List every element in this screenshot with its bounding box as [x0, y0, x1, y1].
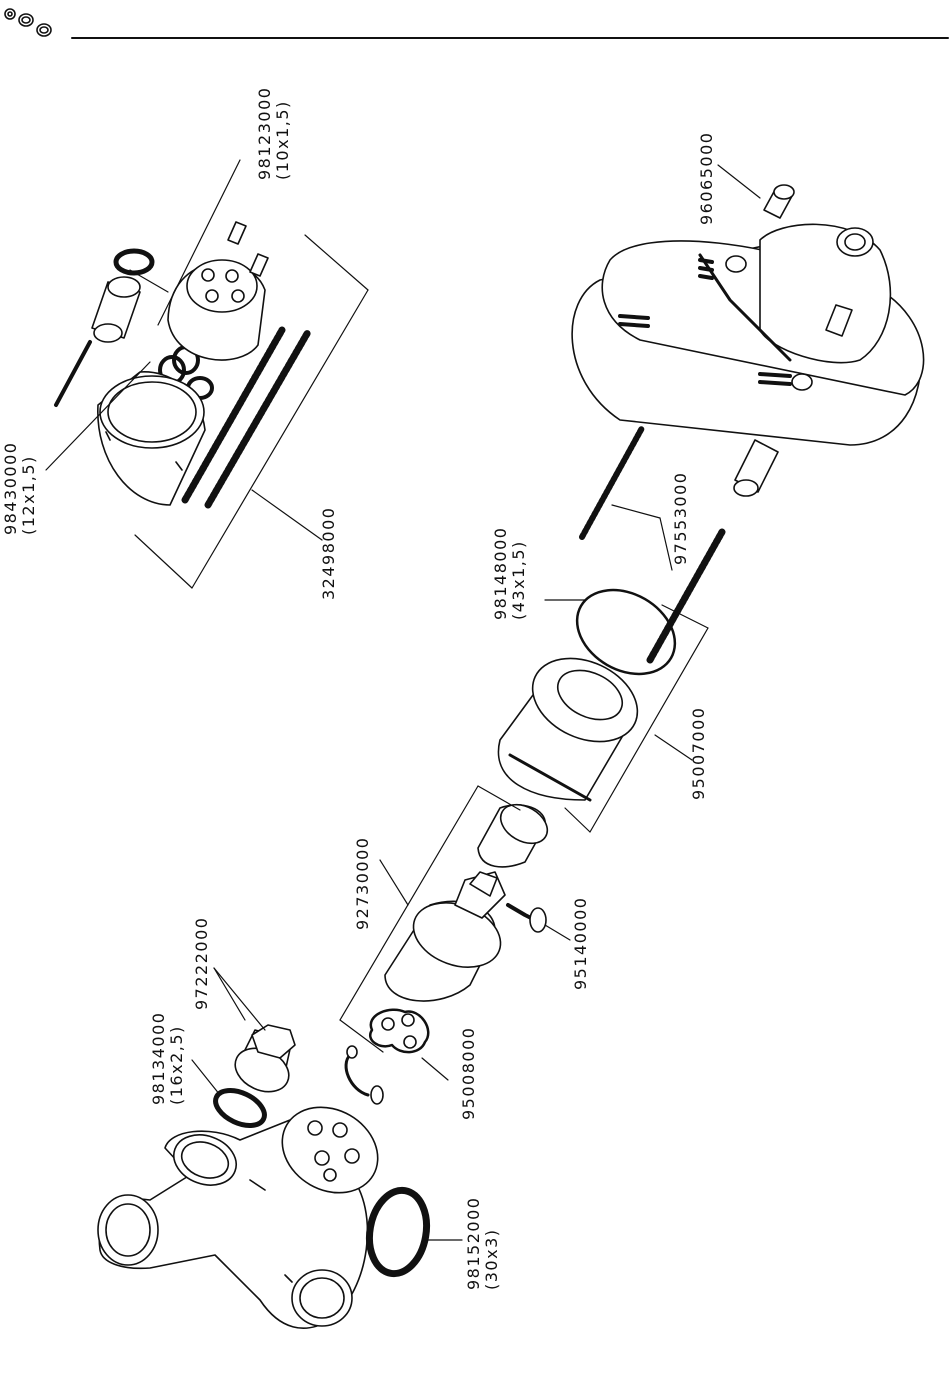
clip — [346, 1046, 383, 1104]
label-96065000: 96065000 — [698, 132, 716, 225]
trim-plate — [572, 224, 923, 445]
spindle-extension — [734, 440, 778, 496]
label-98123000: 98123000(10x1,5) — [256, 87, 292, 180]
label-95008000: 95008000 — [460, 1027, 478, 1120]
label-97553000: 97553000 — [672, 472, 690, 565]
threaded-rods-97553000 — [582, 428, 722, 660]
o-ring-98123000 — [116, 251, 152, 273]
label-98430000: 98430000(12x1,5) — [2, 442, 38, 535]
screw-96065000 — [718, 165, 794, 218]
cover-sleeve — [98, 372, 205, 505]
plug-97222000 — [214, 968, 296, 1100]
stop-screw-95140000 — [508, 905, 570, 940]
check-valve — [92, 277, 140, 342]
label-98152000: 98152000(30x3) — [465, 1197, 501, 1290]
label-32498000: 32498000 — [320, 507, 338, 600]
label-92730000: 92730000 — [354, 837, 372, 930]
label-98148000: 98148000(43x1,5) — [492, 527, 528, 620]
label-98134000: 98134000(16x2,5) — [150, 1012, 186, 1105]
label-95007000: 95007000 — [690, 707, 708, 800]
o-ring-98152000 — [363, 1186, 462, 1278]
seal-95008000 — [370, 1010, 448, 1080]
label-95140000: 95140000 — [572, 897, 590, 990]
spare-parts-icon — [5, 9, 51, 36]
adapter-sleeve-95007000 — [498, 605, 708, 832]
label-97222000: 97222000 — [193, 917, 211, 1010]
pin-98430000 — [56, 342, 90, 405]
